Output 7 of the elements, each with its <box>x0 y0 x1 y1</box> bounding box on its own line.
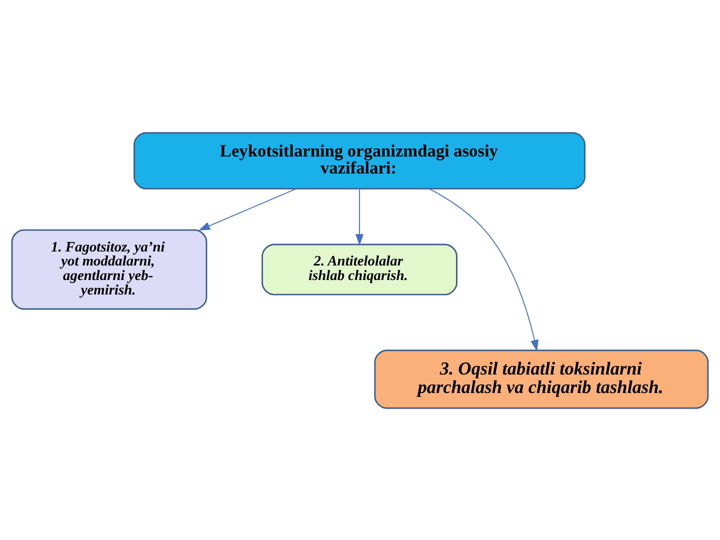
arrow <box>428 188 539 352</box>
arrow <box>355 188 364 246</box>
node-box: Leykotsitlarning organizmdagi asosiy vazifalari: <box>134 132 586 189</box>
node-box: 3. Oqsil tabiatli toksinlarni parchalash va chiqarib tashlash. <box>374 349 709 408</box>
arrow <box>198 188 297 230</box>
node-box: 2. Antitelolalar ishlab chiqarish. <box>262 243 458 295</box>
node-box: 1. Fagotsitoz, ya’ni yot moddalarni, agentlarni yeb-yemirish. <box>11 228 208 310</box>
